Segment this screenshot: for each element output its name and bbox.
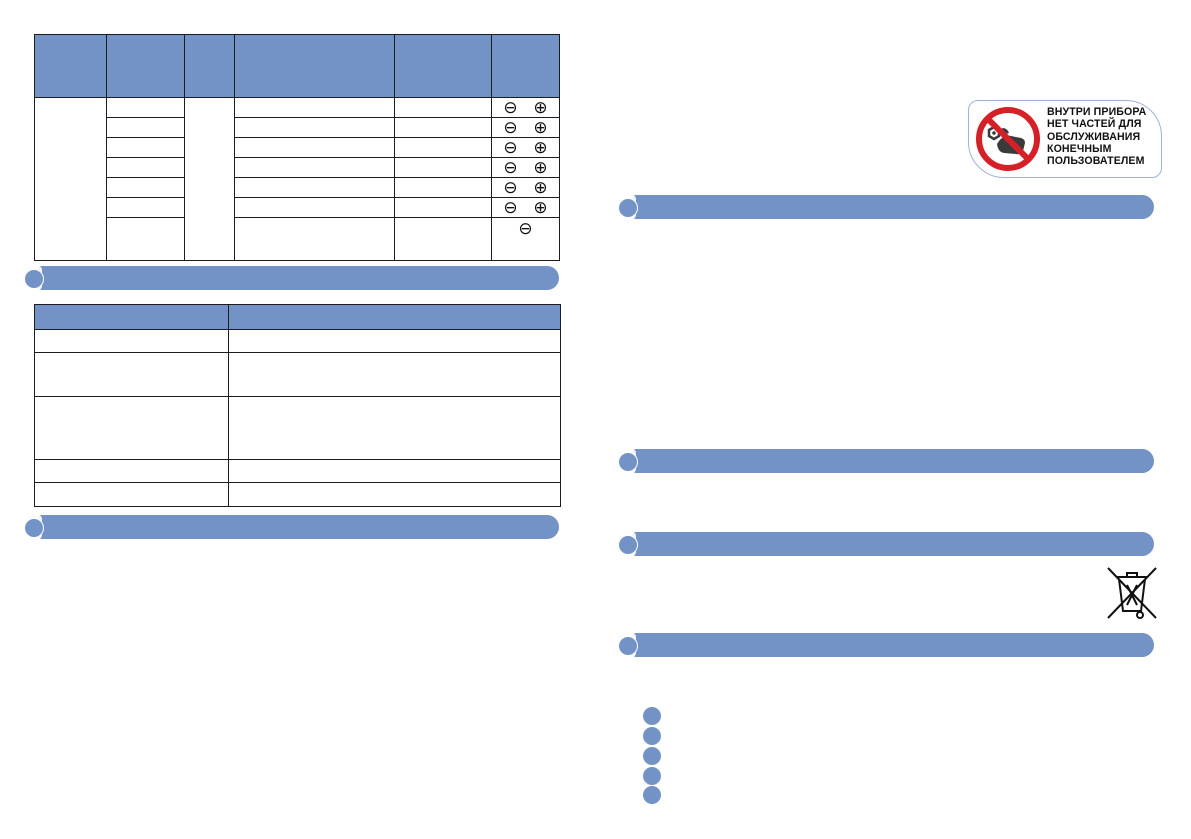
section-header-band <box>618 633 1154 657</box>
header-cell <box>234 34 395 98</box>
section-bullet <box>618 636 638 656</box>
plus-icon: ⊕ <box>533 177 548 197</box>
minus-icon: ⊖ <box>503 157 518 177</box>
plus-icon: ⊕ <box>533 157 548 177</box>
section-header-band <box>618 449 1154 473</box>
section-header-band <box>24 515 559 539</box>
table-cell <box>234 97 395 118</box>
table-cell <box>106 177 185 198</box>
table-row <box>34 482 561 507</box>
group-cell <box>34 97 107 261</box>
minus-icon: ⊖ <box>503 177 518 197</box>
table-cell <box>394 97 492 118</box>
table-cell <box>106 97 185 118</box>
minus-icon: ⊖ <box>503 97 518 117</box>
table-cell <box>394 117 492 138</box>
table-header-row <box>34 34 560 98</box>
section-bullet <box>24 518 44 538</box>
header-cell <box>184 34 235 98</box>
section-bullet <box>618 452 638 472</box>
table-cell <box>234 177 395 198</box>
table-cell <box>234 117 395 138</box>
table-cell <box>34 459 229 483</box>
warning-badge-text: ВНУТРИ ПРИБОРА НЕТ ЧАСТЕЙ ДЛЯ ОБСЛУЖИВАН… <box>1047 106 1147 168</box>
table-cell <box>228 459 561 483</box>
header-cell <box>34 34 107 98</box>
spec-table <box>34 304 561 507</box>
header-cell <box>394 34 492 98</box>
table-row: ⊖ <box>35 217 560 261</box>
table-cell <box>394 217 492 261</box>
section-bullet <box>618 535 638 555</box>
table-cell <box>394 137 492 158</box>
plus-icon: ⊕ <box>533 137 548 157</box>
minus-icon: ⊖ <box>503 117 518 137</box>
header-cell <box>491 34 560 98</box>
table-row: ⊖⊕ <box>35 177 560 198</box>
table-row <box>34 459 561 483</box>
polarity-cell: ⊖ <box>491 217 560 261</box>
header-cell <box>228 304 561 330</box>
table-cell <box>228 482 561 507</box>
table-cell <box>106 117 185 138</box>
table-cell <box>394 157 492 178</box>
polarity-cell: ⊖⊕ <box>491 197 560 218</box>
table-cell <box>106 157 185 178</box>
warning-badge: ВНУТРИ ПРИБОРА НЕТ ЧАСТЕЙ ДЛЯ ОБСЛУЖИВАН… <box>968 100 1162 178</box>
section-bullet <box>24 269 44 289</box>
table-row: ⊖⊕ <box>35 157 560 178</box>
table-cell <box>106 217 185 261</box>
table-cell <box>234 197 395 218</box>
table-row: ⊖⊕ <box>35 197 560 218</box>
section-header-band <box>618 532 1154 556</box>
table-cell <box>34 396 229 460</box>
minus-icon: ⊖ <box>503 137 518 157</box>
polarity-cell: ⊖⊕ <box>491 157 560 178</box>
table-cell <box>234 157 395 178</box>
no-user-service-icon <box>976 107 1040 171</box>
group-cell <box>184 97 235 261</box>
minus-icon: ⊖ <box>503 197 518 217</box>
section-bullet <box>618 198 638 218</box>
plus-icon: ⊕ <box>533 97 548 117</box>
list-bullet <box>643 786 661 804</box>
table-cell <box>234 217 395 261</box>
table-row <box>34 396 561 460</box>
minus-icon: ⊖ <box>518 219 533 238</box>
list-bullet <box>643 747 661 765</box>
section-header-band <box>24 266 559 290</box>
table-cell <box>34 329 229 353</box>
contacts-table: ⊖⊕ ⊖⊕ ⊖⊕ ⊖⊕ ⊖⊕ <box>34 34 560 261</box>
table-cell <box>394 177 492 198</box>
plus-icon: ⊕ <box>533 117 548 137</box>
table-cell <box>228 396 561 460</box>
header-cell <box>106 34 185 98</box>
list-bullet <box>643 767 661 785</box>
table-cell <box>228 352 561 397</box>
table-row: ⊖⊕ <box>35 117 560 138</box>
table-cell <box>34 482 229 507</box>
table-row: ⊖⊕ <box>34 97 560 261</box>
polarity-cell: ⊖⊕ <box>491 117 560 138</box>
crossed-out-wheelie-bin-icon <box>1107 567 1157 619</box>
polarity-cell: ⊖⊕ <box>491 97 560 118</box>
header-cell <box>34 304 229 330</box>
table-cell <box>106 137 185 158</box>
table-cell <box>228 329 561 353</box>
table-row <box>34 329 561 353</box>
table-header-row <box>34 304 561 330</box>
list-bullet <box>643 707 661 725</box>
polarity-cell: ⊖⊕ <box>491 137 560 158</box>
plus-icon: ⊕ <box>533 197 548 217</box>
table-cell <box>234 137 395 158</box>
polarity-cell: ⊖⊕ <box>491 177 560 198</box>
table-row: ⊖⊕ <box>35 137 560 158</box>
table-row <box>34 352 561 397</box>
table-cell <box>34 352 229 397</box>
table-cell <box>394 197 492 218</box>
list-bullet <box>643 727 661 745</box>
table-cell <box>106 197 185 218</box>
section-header-band <box>618 195 1154 219</box>
